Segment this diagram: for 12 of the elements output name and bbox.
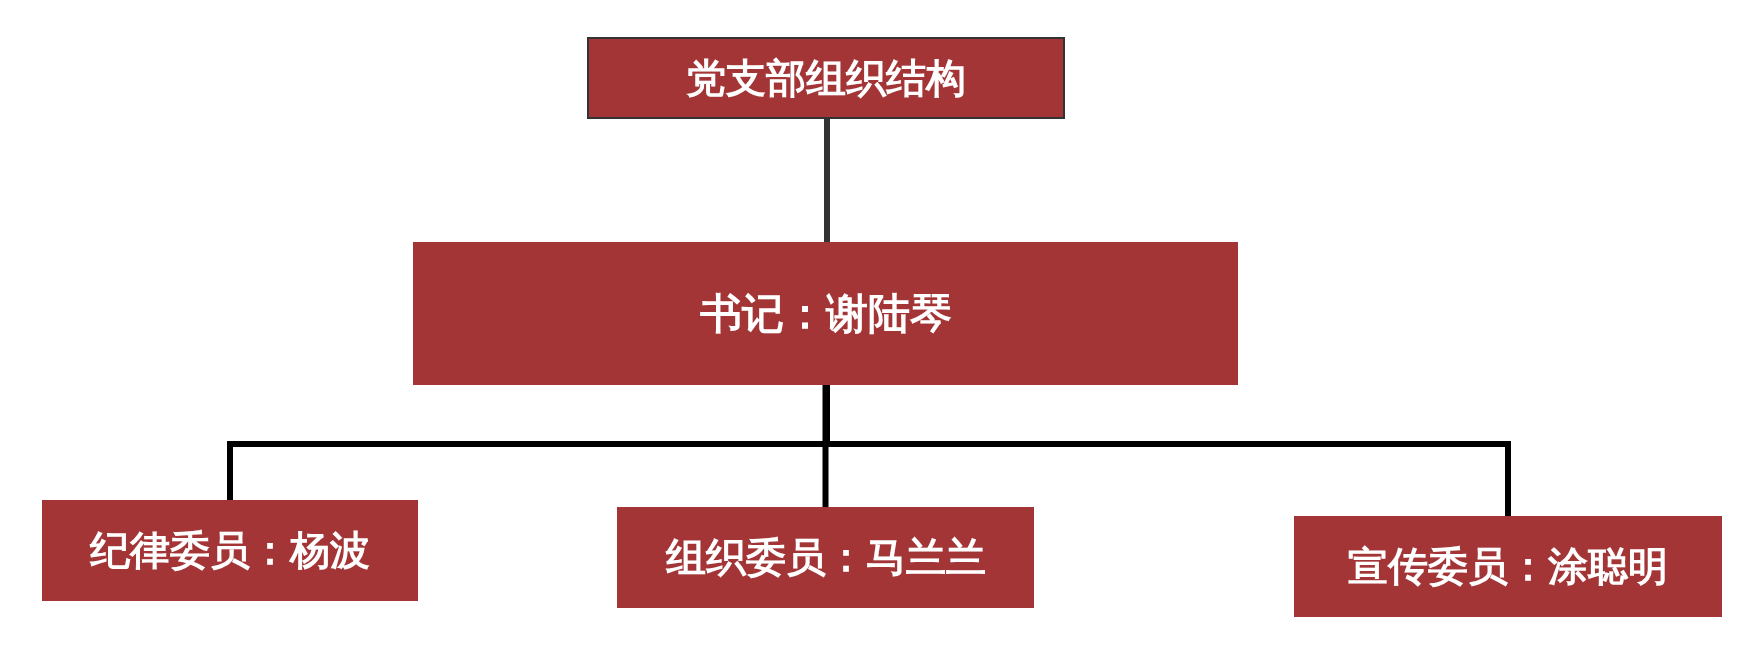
- connector-line: [824, 119, 830, 242]
- role-box: [1294, 516, 1722, 617]
- role-box: [617, 507, 1034, 608]
- role-label: 党支部组织结构: [686, 53, 966, 103]
- role-label: 宣传委员：涂聪明: [1348, 542, 1668, 591]
- role-label: 书记：谢陆琴: [699, 287, 952, 340]
- role-box: [413, 242, 1238, 385]
- role-label: 组织委员：马兰兰: [665, 533, 986, 582]
- role-label: 纪律委员：杨波: [90, 526, 370, 575]
- connector-line: [822, 385, 829, 507]
- role-box: [42, 500, 418, 601]
- title-box: [587, 37, 1065, 119]
